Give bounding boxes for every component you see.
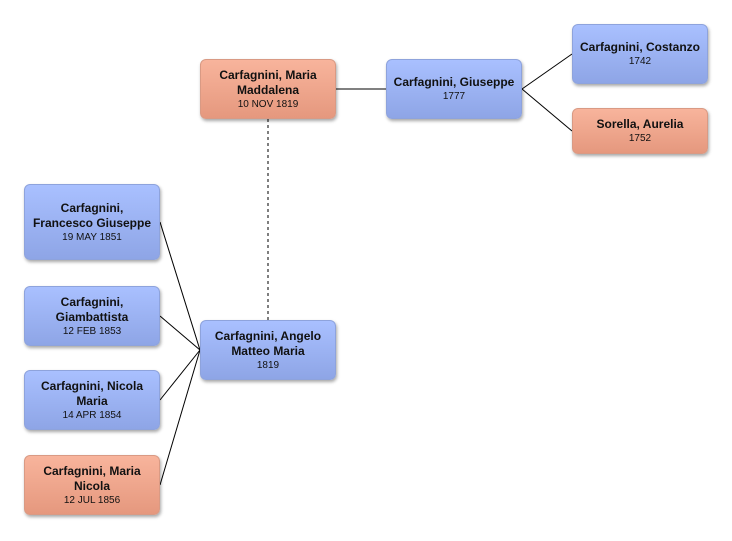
person-name: Carfagnini, Maria Maddalena — [219, 67, 317, 97]
person-date: 1819 — [256, 359, 280, 371]
connector-angelo-giambattista — [159, 315, 201, 351]
person-node-giuseppe[interactable]: Carfagnini, Giuseppe 1777 — [386, 59, 522, 119]
connector-angelo-francesco — [159, 221, 201, 351]
person-name: Carfagnini, Maria Nicola — [43, 463, 141, 493]
person-name: Carfagnini, Giambattista — [55, 294, 129, 324]
person-date: 1752 — [628, 133, 652, 144]
person-node-maria-nicola[interactable]: Carfagnini, Maria Nicola 12 JUL 1856 — [24, 455, 160, 515]
person-name: Carfagnini, Nicola Maria — [40, 378, 144, 408]
person-date: 12 FEB 1853 — [62, 325, 122, 337]
person-node-nicola-maria[interactable]: Carfagnini, Nicola Maria 14 APR 1854 — [24, 370, 160, 430]
person-name: Carfagnini, Angelo Matteo Maria — [214, 328, 322, 358]
person-node-giambattista[interactable]: Carfagnini, Giambattista 12 FEB 1853 — [24, 286, 160, 346]
person-node-costanzo[interactable]: Carfagnini, Costanzo 1742 — [572, 24, 708, 84]
person-name: Carfagnini, Francesco Giuseppe — [32, 200, 152, 230]
person-date: 14 APR 1854 — [62, 409, 122, 421]
person-node-aurelia[interactable]: Sorella, Aurelia 1752 — [572, 108, 708, 154]
person-date: 19 MAY 1851 — [62, 231, 122, 243]
person-date: 1742 — [628, 56, 652, 67]
person-node-francesco-giuseppe[interactable]: Carfagnini, Francesco Giuseppe 19 MAY 18… — [24, 184, 160, 260]
connector-giuseppe-costanzo — [521, 53, 573, 90]
person-name: Carfagnini, Costanzo — [579, 40, 700, 54]
person-date: 1777 — [442, 91, 466, 102]
person-name: Sorella, Aurelia — [596, 117, 684, 131]
person-node-maria-maddalena[interactable]: Carfagnini, Maria Maddalena 10 NOV 1819 — [200, 59, 336, 119]
connector-angelo-maria-nicola — [159, 349, 201, 486]
person-date: 10 NOV 1819 — [237, 98, 299, 110]
person-node-angelo-matteo-maria[interactable]: Carfagnini, Angelo Matteo Maria 1819 — [200, 320, 336, 380]
person-date: 12 JUL 1856 — [63, 494, 121, 506]
person-name: Carfagnini, Giuseppe — [393, 75, 515, 89]
connector-angelo-nicola — [159, 349, 201, 401]
connector-giuseppe-aurelia — [521, 88, 573, 132]
